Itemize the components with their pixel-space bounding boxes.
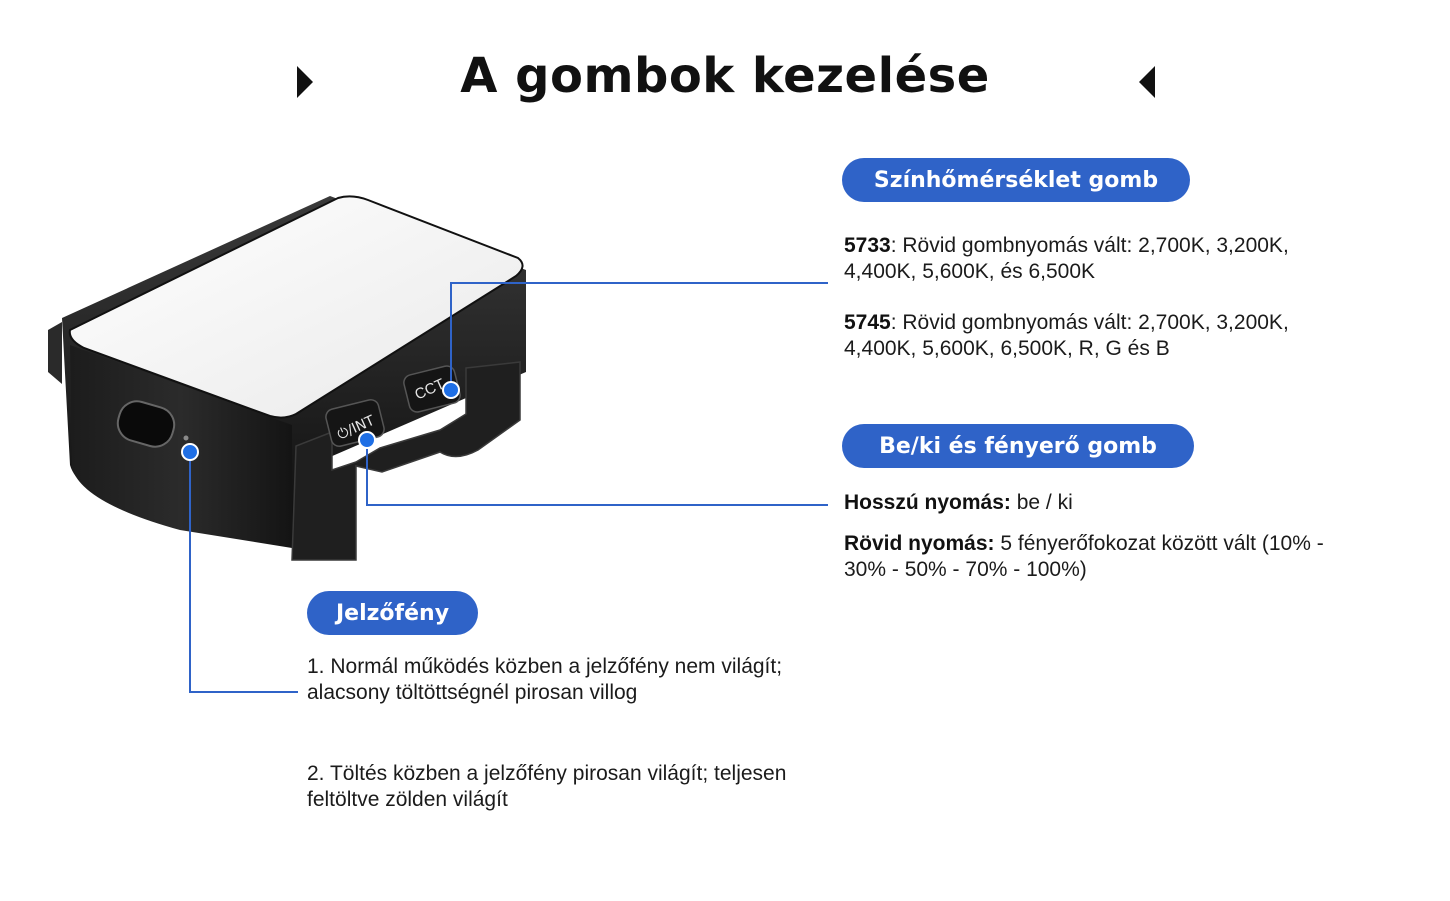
short-press-desc: Rövid nyomás: 5 fényerőfokozat között vá… <box>844 531 1364 583</box>
indicator-marker-dot <box>181 443 199 461</box>
title-arrow-right-icon <box>1139 66 1155 98</box>
title-arrow-left-icon <box>297 66 313 98</box>
cct-marker-dot <box>442 381 460 399</box>
cct-connector-line <box>450 282 828 388</box>
power-marker-dot <box>358 431 376 449</box>
cct-desc-5733: 5733: Rövid gombnyomás vált: 2,700K, 3,2… <box>844 233 1314 285</box>
mount-bracket <box>291 361 521 561</box>
short-press-text: 5 fényerőfokozat között vált (10% - 30% … <box>844 532 1324 581</box>
cct-button[interactable]: CCT <box>402 364 462 413</box>
indicator-light <box>183 435 189 441</box>
page-title: A gombok kezelése <box>460 48 990 104</box>
light-front <box>70 345 292 548</box>
model-5733-label: 5733 <box>844 234 891 257</box>
model-5733-text: : Rövid gombnyomás vált: 2,700K, 3,200K,… <box>844 234 1289 283</box>
long-press-label: Hosszú nyomás: <box>844 491 1011 514</box>
long-press-text: be / ki <box>1010 491 1073 514</box>
indicator-item-2: 2. Töltés közben a jelzőfény pirosan vil… <box>307 762 787 811</box>
indicator-connector-line <box>189 452 298 693</box>
model-5745-text: : Rövid gombnyomás vált: 2,700K, 3,200K,… <box>844 311 1289 360</box>
side-knob <box>48 322 62 384</box>
power-connector-line <box>366 440 828 506</box>
long-press-desc: Hosszú nyomás: be / ki <box>844 490 1364 516</box>
cct-desc-5745: 5745: Rövid gombnyomás vált: 2,700K, 3,2… <box>844 310 1314 362</box>
cct-heading: Színhőmérséklet gomb <box>842 158 1190 202</box>
indicator-item-1: 1. Normál működés közben a jelzőfény nem… <box>307 655 783 704</box>
power-heading: Be/ki és fényerő gomb <box>842 424 1194 468</box>
model-5745-label: 5745 <box>844 311 891 334</box>
led-panel <box>68 195 524 419</box>
usb-c-port <box>116 400 176 448</box>
indicator-heading: Jelzőfény <box>307 591 478 635</box>
short-press-label: Rövid nyomás: <box>844 532 995 555</box>
